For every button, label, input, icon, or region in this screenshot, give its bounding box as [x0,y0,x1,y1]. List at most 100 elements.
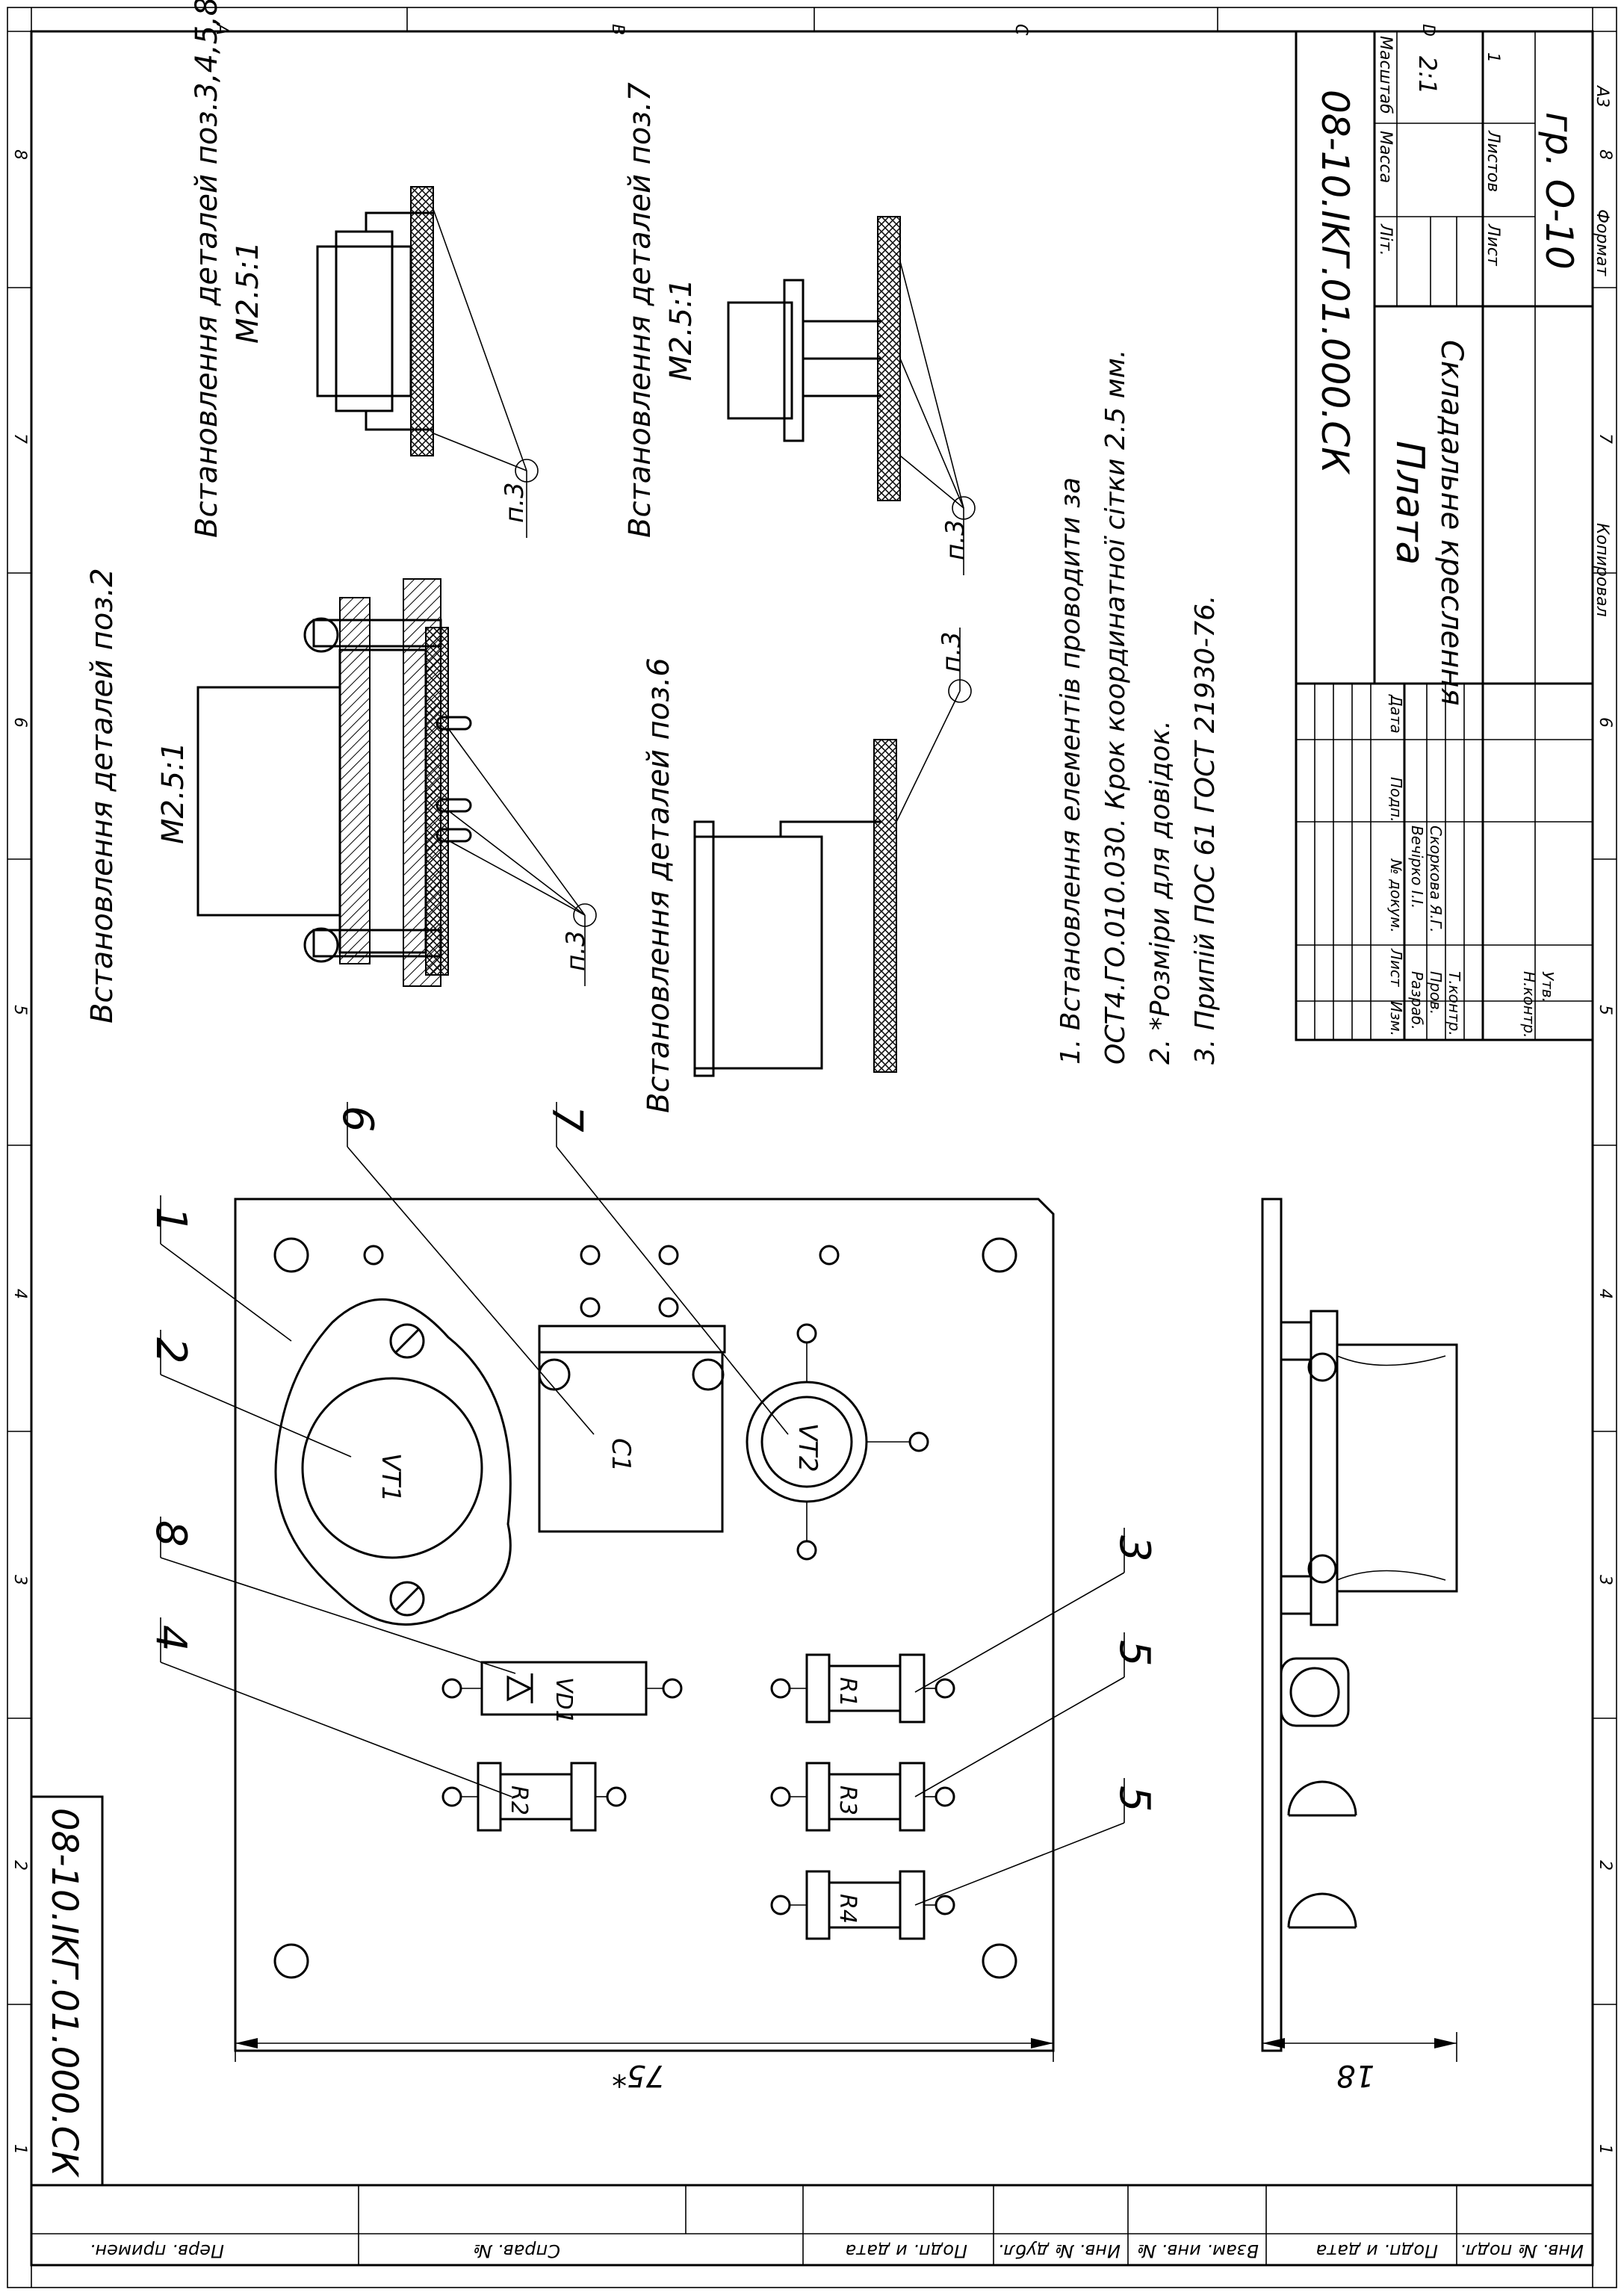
row-1: 1 [10,2144,29,2155]
detail-pos2-ref: п.3 [561,930,591,971]
title-code: 08-10.IKГ.01.000.СК [1313,90,1357,475]
col-lit: Літ. [1376,223,1395,255]
zone-d: D [1419,24,1437,37]
row-3: 3 [10,1575,29,1585]
note-line-1: 1. Встановлення елементів проводити за [1056,477,1086,1065]
callout-4: 4 [146,1625,195,1652]
row-7-right: 7 [1596,433,1614,444]
sig-header-doc: № докум. [1387,858,1405,933]
c1-capacitor: C1 [538,1325,726,1533]
row-8: 8 [10,149,29,160]
row-6-right: 6 [1596,717,1614,728]
sheets-label: Листов [1484,130,1502,192]
r4-resistor: R4 [770,1870,955,1940]
title-doc-type: Складальне креслення [1434,340,1469,706]
detail-pos7-scale: М2.5:1 [664,279,698,381]
dim-height-value: 18 [1336,2058,1374,2093]
doc-code-rotated: 08-10.IKГ.01.000.СК [43,1808,85,2178]
label-r3: R3 [834,1785,861,1815]
callout-5a: 5 [1110,1640,1159,1667]
row-2: 2 [10,1860,29,1871]
detail-pos2-title: Встановлення деталей поз.2 [85,568,120,1023]
stamp-sprav-no: Справ. № [473,2240,560,2261]
zone-labels: A B C D 8 7 6 5 4 3 2 1 8 7 6 5 4 3 2 1 [10,22,1614,2155]
row-5-right: 5 [1596,1005,1614,1015]
r3-resistor: R3 [770,1762,955,1832]
dimension-width: 75* [235,2038,1054,2093]
sig-prov-role: Пров. [1427,971,1445,1015]
label-vd1: VD1 [551,1677,577,1724]
technical-notes: 1. Встановлення елементів проводити за О… [1056,350,1221,1065]
board-top-view: VT1 C1 VT2 VD1 R2 [234,1198,1055,2052]
title-block: 08-10.IKГ.01.000.СК Плата Складальне кре… [1295,30,1611,1041]
doc-code-box: 08-10.IKГ.01.000.СК [30,1795,104,2187]
callouts: 1 2 8 4 6 7 3 5 5 [146,1102,1159,1906]
detail-pos2-scale: М2.5:1 [156,742,190,844]
zone-a: A [212,22,231,35]
stamp-inv-dubl: Инв. № дубл. [998,2240,1121,2261]
title-name: Плата [1387,441,1432,565]
row-4-right: 4 [1596,1289,1614,1299]
callout-6: 6 [333,1106,382,1133]
format-value: А3 [1593,84,1611,108]
row-3-right: 3 [1596,1575,1614,1585]
copied-label: Копирoвал [1593,523,1611,617]
detail-pos3458-title: Встановлення деталей поз.3,4,5,8 [190,0,224,538]
sig-razrab-name: Вечірко І.І. [1408,826,1426,908]
vt1-transistor: VT1 [274,1298,512,1626]
detail-pos6-ref: п.3 [937,631,967,672]
r2-resistor: R2 [441,1762,627,1832]
label-vt2: VT2 [793,1423,822,1472]
detail-pos7-ref: п.3 [940,519,970,560]
note-line-3: 2. *Розміри для довідок. [1145,720,1176,1065]
sig-razrab-role: Разраб. [1408,971,1426,1030]
stamp-inv-podl: Инв. № подл. [1460,2240,1584,2261]
note-line-4: 3. Припій ПОС 61 ГОСТ 21930-76. [1190,595,1221,1065]
row-6: 6 [10,717,29,728]
row-1-right: 1 [1596,2144,1614,2155]
detail-pos3458-ref: п.3 [500,482,530,523]
label-r1: R1 [834,1677,861,1707]
detail-pos2: Встановлення деталей поз.2 М2.5:1 п.3 [85,568,597,1023]
r1-resistor: R1 [770,1653,955,1723]
row-8-right: 8 [1596,149,1614,160]
scale-value: 2:1 [1413,56,1442,95]
label-vt1: VT1 [376,1453,406,1502]
board-side-view: 18 [1261,1198,1458,2093]
sig-header-list: Лист [1387,948,1405,988]
callout-3: 3 [1110,1535,1159,1562]
vt2-transistor: VT2 [746,1323,929,1561]
callout-2: 2 [146,1337,195,1364]
detail-pos7: Встановлення деталей поз.7 М2.5:1 п.3 [623,82,976,575]
zone-c: C [1011,24,1030,36]
sig-header-izm: Изм. [1387,1001,1405,1036]
group-value: гр. О-10 [1537,112,1581,270]
label-r2: R2 [506,1785,532,1815]
row-4: 4 [10,1289,29,1299]
signature-rows: Изм. Лист № докум. Подп. Дата Разраб. Ве… [1387,694,1557,1038]
side-stamp: Перв. примен. Справ. № Подп. и дата Инв.… [30,2184,1594,2267]
mounting-holes [273,1237,1017,1979]
callout-8: 8 [146,1520,195,1547]
vd1-diode: VD1 [441,1661,683,1724]
note-line-2: ОСТ4.ГО.010.030. Крок координатної сітки… [1100,350,1131,1065]
callout-5b: 5 [1110,1785,1159,1812]
row-7: 7 [10,433,29,444]
col-scale: Масштаб [1376,36,1395,114]
stamp-podp-data-2: Подп. и дата [1316,2240,1439,2261]
detail-pos3458: Встановлення деталей поз.3,4,5,8 М2.5:1 … [190,0,539,538]
label-c1: C1 [606,1438,636,1472]
stamp-vzam-inv: Взам. инв. № [1137,2240,1259,2261]
detail-pos3458-scale: М2.5:1 [231,241,265,344]
zone-b: B [608,24,627,35]
sig-header-podp: Подп. [1387,777,1405,823]
sig-prov-name: Скоркова Я.Г. [1427,826,1445,932]
sheets-value: 1 [1484,52,1502,63]
dim-width-value: 75* [612,2058,665,2093]
callout-7: 7 [542,1106,591,1133]
sig-tkontr-role: Т.контр. [1445,971,1463,1036]
detail-pos6-title: Встановлення деталей поз.6 [642,657,676,1113]
sig-nkontr-role: Н.контр. [1520,971,1538,1038]
label-r4: R4 [834,1894,861,1924]
sig-header-data: Дата [1387,694,1405,734]
